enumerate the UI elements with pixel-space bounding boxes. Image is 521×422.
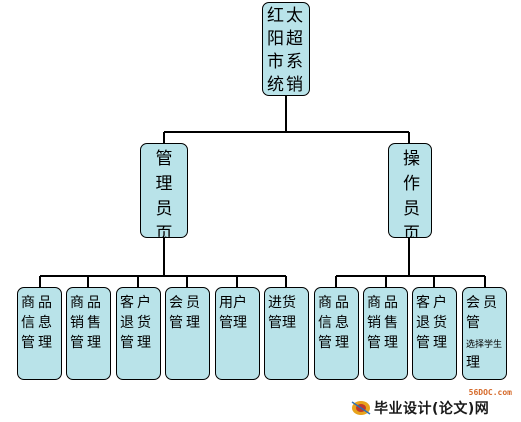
watermark-logo-icon (351, 401, 371, 415)
watermark: 56DOC.com 毕业设计(论文)网 (350, 388, 520, 420)
admin-member-node: 会员管理 (165, 287, 210, 380)
operator-customer-returns-label: 客户退货管理 (416, 295, 450, 351)
admin-product-sales-node: 商品销售管理 (66, 287, 111, 380)
watermark-url: 56DOC.com (468, 388, 512, 397)
admin-purchase-node: 进货管理 (264, 287, 309, 380)
admin-product-info-label: 商品信息管理 (21, 295, 55, 351)
watermark-text: 毕业设计(论文)网 (374, 401, 490, 417)
operator-product-info-label: 商品信息管理 (318, 295, 352, 351)
admin-page-label: 管理员页 (155, 149, 173, 238)
admin-product-info-node: 商品信息管理 (17, 287, 62, 380)
admin-purchase-label: 进货管理 (268, 295, 296, 331)
admin-user-label: 用户管理 (219, 295, 247, 331)
admin-customer-returns-label: 客户退货管理 (120, 295, 154, 351)
operator-member-small-text: 选择学生 (466, 340, 503, 350)
operator-member-node: 会员管选择学生理 (462, 287, 507, 380)
root-node-label: 红太阳超市系统销 (267, 6, 305, 95)
admin-page-node: 管理员页 (140, 143, 188, 238)
admin-user-node: 用户管理 (215, 287, 260, 380)
operator-product-sales-label: 商品销售管理 (367, 295, 401, 351)
operator-product-sales-node: 商品销售管理 (363, 287, 408, 380)
operator-customer-returns-node: 客户退货管理 (412, 287, 457, 380)
operator-page-node: 操作员页 (388, 143, 432, 238)
admin-product-sales-label: 商品销售管理 (70, 295, 104, 351)
operator-member-label: 会员管选择学生理 (466, 293, 504, 373)
admin-member-label: 会员管理 (169, 295, 203, 331)
root-node: 红太阳超市系统销 (262, 2, 310, 96)
operator-product-info-node: 商品信息管理 (314, 287, 359, 380)
operator-member-main-text: 会员管 (466, 295, 500, 331)
operator-member-last-char: 理 (466, 355, 483, 371)
operator-page-label: 操作员页 (403, 149, 420, 238)
admin-customer-returns-node: 客户退货管理 (116, 287, 161, 380)
